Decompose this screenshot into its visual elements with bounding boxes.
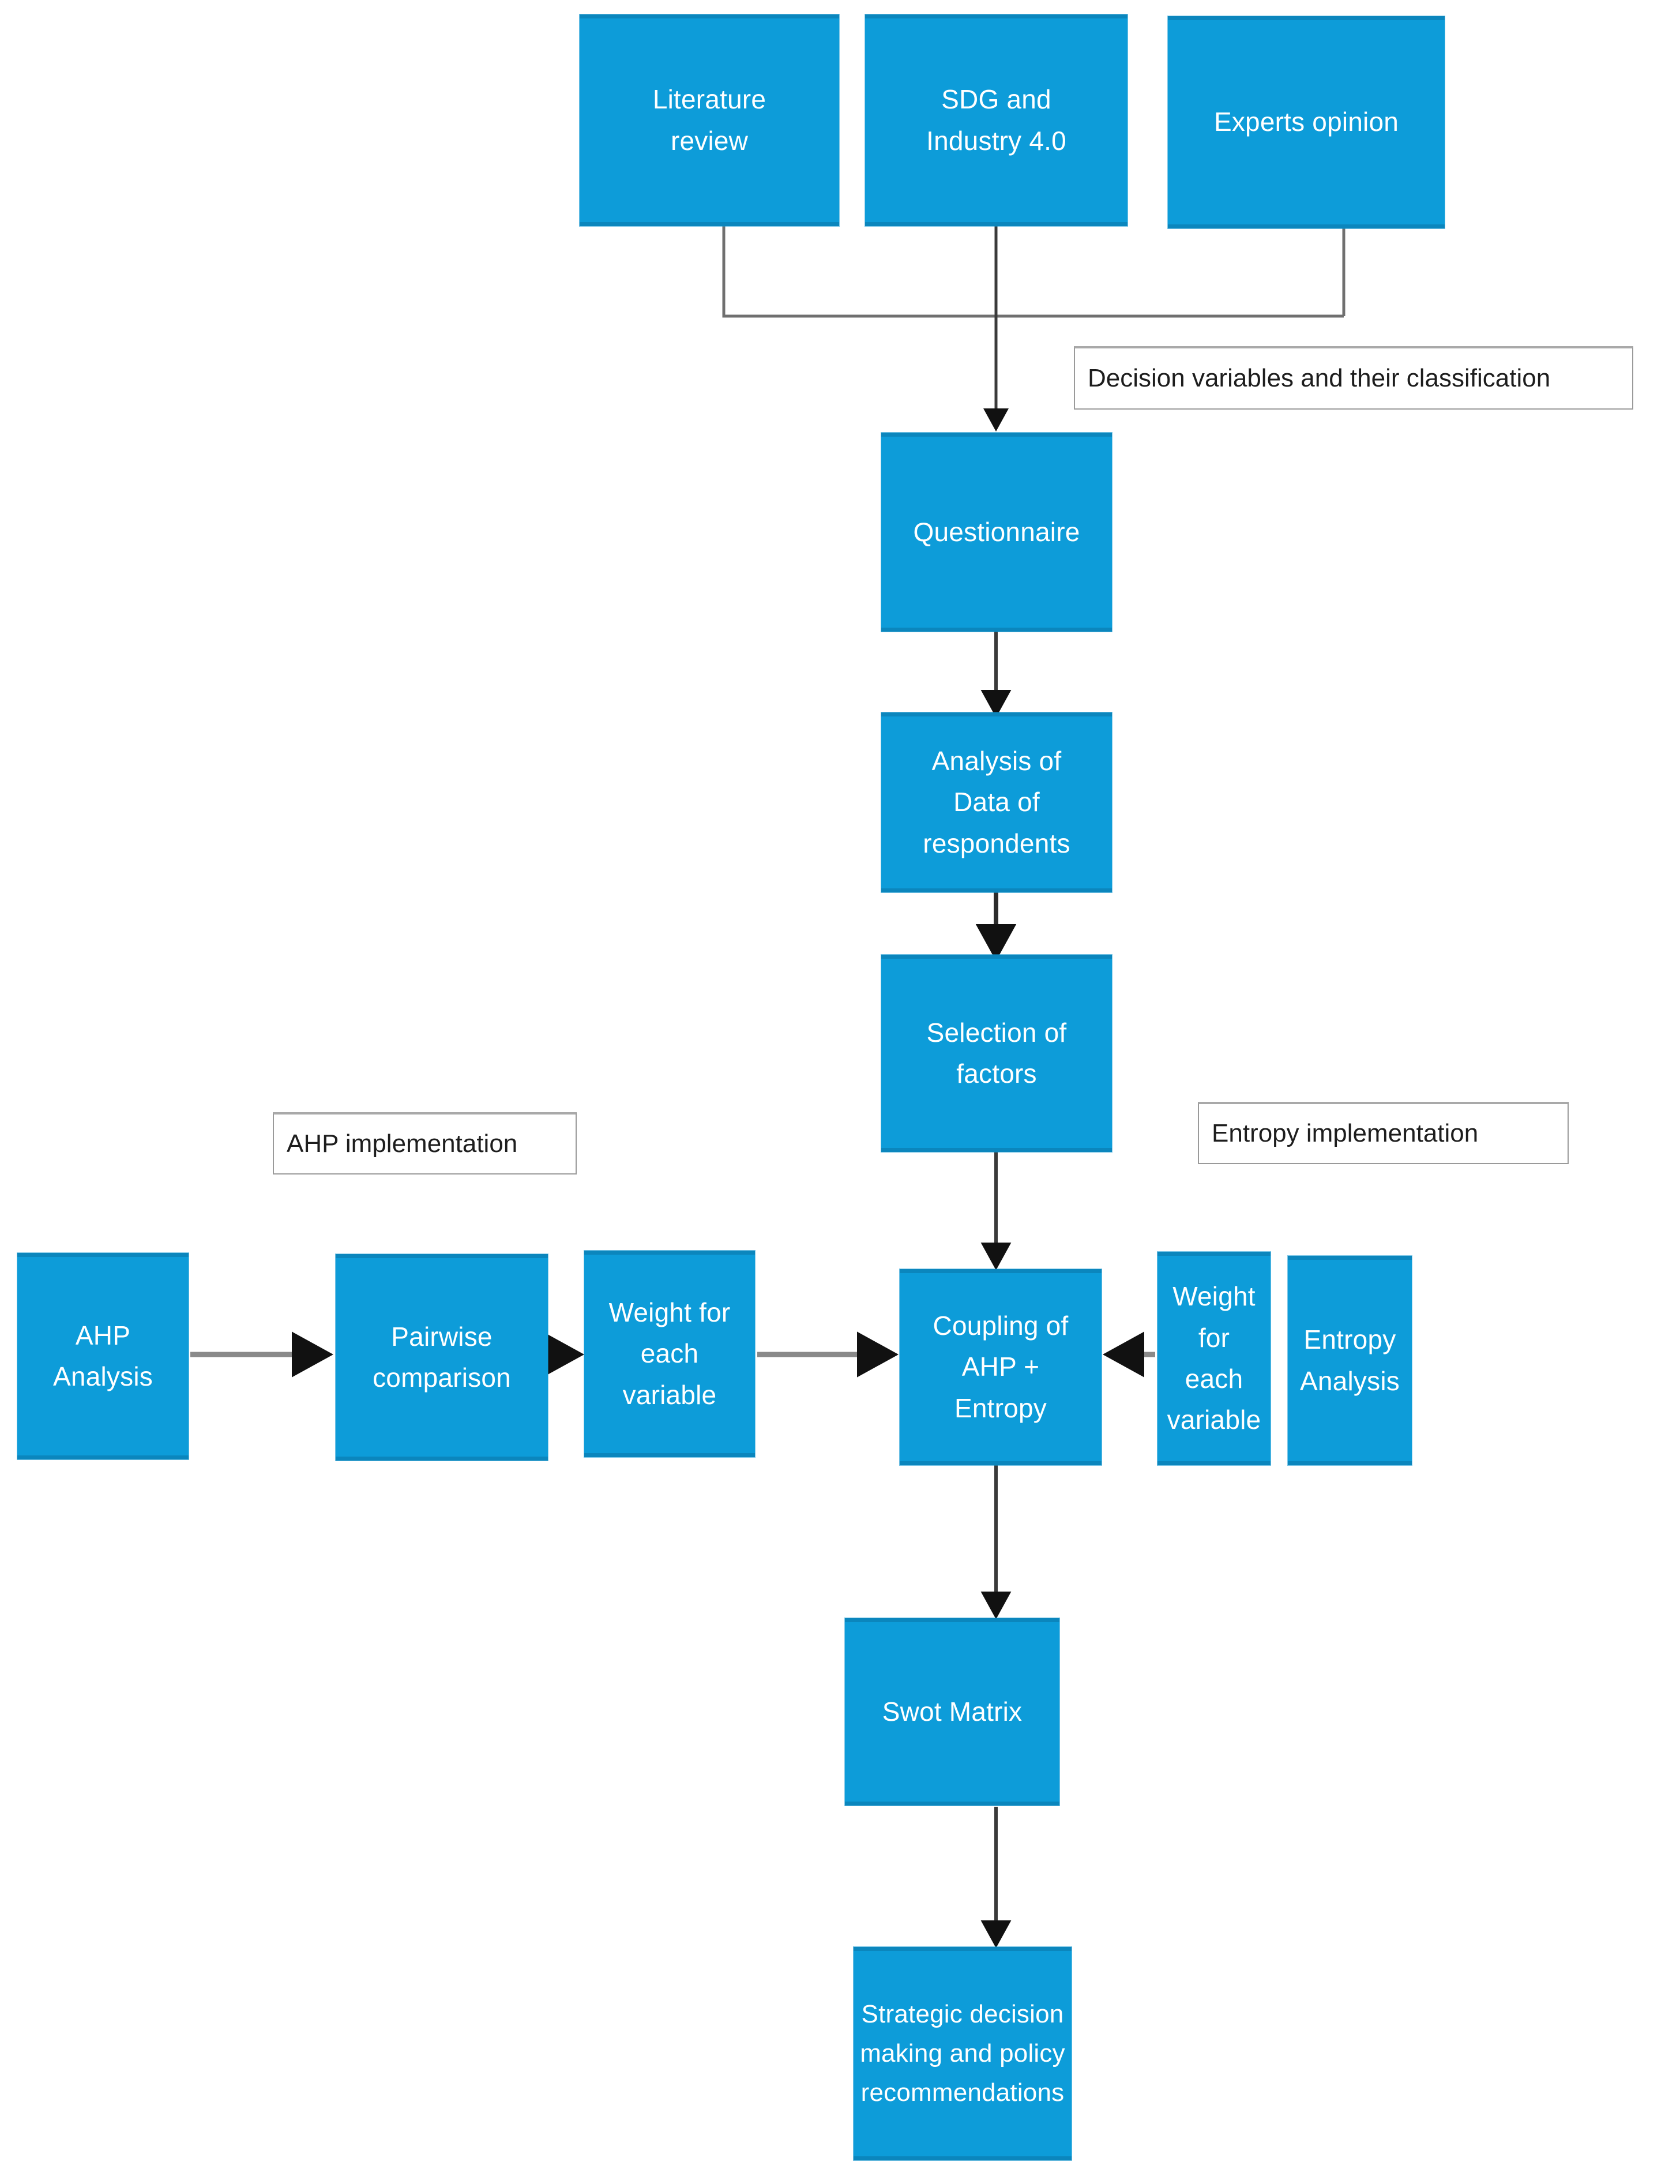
node-pairwise-comparison[interactable]: Pairwise comparison xyxy=(336,1254,548,1461)
node-sdg-industry[interactable]: SDG and Industry 4.0 xyxy=(865,14,1127,226)
node-analysis-of-data[interactable]: Analysis of Data of respondents xyxy=(881,712,1112,892)
annotation-entropy-implementation: Entropy implementation xyxy=(1198,1102,1569,1164)
annotation-decision-variables: Decision variables and their classificat… xyxy=(1074,346,1633,410)
node-literature-review[interactable]: Literature review xyxy=(580,14,839,226)
node-experts-opinion[interactable]: Experts opinion xyxy=(1168,16,1445,228)
node-swot-matrix[interactable]: Swot Matrix xyxy=(845,1618,1059,1806)
edge-literature-to-questionnaire xyxy=(722,226,1344,318)
node-selection-of-factors[interactable]: Selection of factors xyxy=(881,955,1112,1152)
node-ahp-analysis[interactable]: AHP Analysis xyxy=(17,1253,189,1459)
node-questionnaire[interactable]: Questionnaire xyxy=(881,433,1112,632)
node-entropy-analysis[interactable]: Entropy Analysis xyxy=(1288,1256,1412,1465)
annotation-ahp-implementation: AHP implementation xyxy=(273,1112,577,1174)
node-weight-each-variable-right[interactable]: Weight for each variable xyxy=(1157,1252,1271,1465)
node-weight-each-variable-left[interactable]: Weight for each variable xyxy=(584,1251,755,1457)
node-strategic-decision[interactable]: Strategic decision making and policy rec… xyxy=(854,1947,1072,2160)
node-coupling-ahp-entropy[interactable]: Coupling of AHP + Entropy xyxy=(900,1269,1102,1465)
